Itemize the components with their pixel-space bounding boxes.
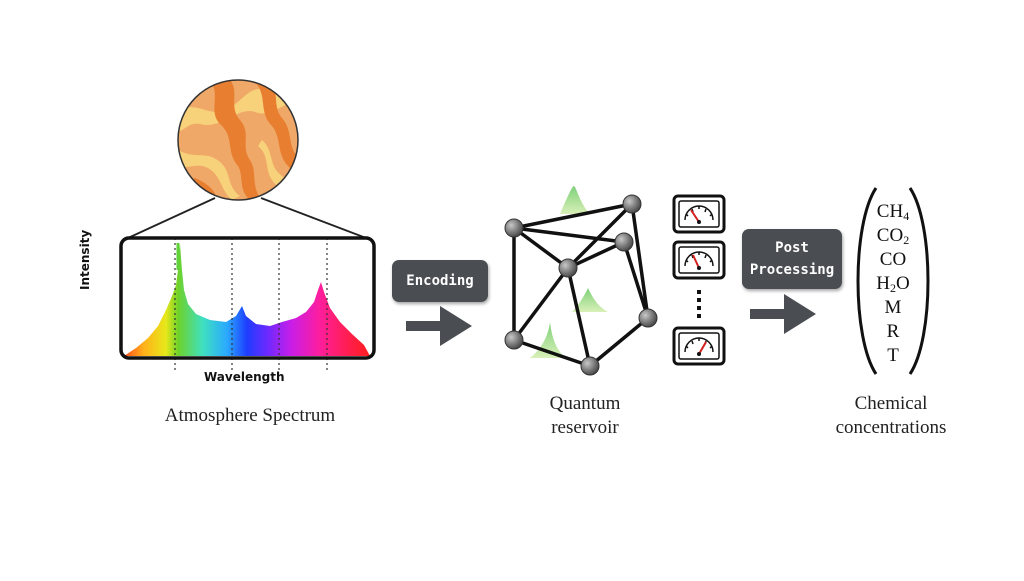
post-label-line2: Processing: [749, 262, 835, 278]
chemical-item: T: [887, 345, 899, 366]
chemical-item: R: [886, 321, 900, 342]
concentrations-caption-line1: Chemical: [854, 393, 928, 414]
node: [504, 218, 524, 238]
node: [504, 330, 524, 350]
wavelength-guides: [174, 238, 328, 372]
zoom-line-left: [127, 197, 216, 239]
chemical-item: CO2: [876, 225, 910, 247]
reservoir-caption-line1: Quantum: [549, 393, 621, 414]
chemical-item: M: [884, 297, 902, 318]
post-processing-arrow: [750, 294, 816, 334]
post-label-line1: Post: [775, 240, 809, 256]
right-parenthesis: [908, 187, 930, 375]
node: [614, 232, 634, 252]
spectrum-curve: [124, 244, 370, 356]
spectrum-frame: [119, 236, 376, 360]
reservoir-edges: [512, 202, 650, 368]
meter-icon: [672, 240, 726, 280]
meter-ellipsis: [697, 290, 701, 318]
x-axis-label: Wavelength: [204, 370, 285, 384]
meter-icon: [672, 194, 726, 234]
reservoir-nodes: [504, 194, 658, 376]
chemical-item: CH4: [876, 201, 910, 223]
zoom-line-right: [260, 197, 367, 239]
chemical-item: H2O: [876, 273, 910, 295]
concentrations-caption-line2: concentrations: [835, 417, 947, 438]
measurement-meters: [672, 194, 726, 366]
meter-icon: [672, 326, 726, 366]
node: [558, 258, 578, 278]
spectrum-plot: [119, 236, 376, 372]
post-processing-label: Post Processing: [742, 229, 842, 289]
concentrations-caption: Chemical concentrations: [806, 392, 976, 440]
encoding-arrow: [406, 306, 472, 346]
reservoir-caption: Quantum reservoir: [530, 392, 640, 440]
node: [638, 308, 658, 328]
spectrum-caption: Atmosphere Spectrum: [164, 405, 336, 426]
reservoir-caption-line2: reservoir: [551, 417, 619, 438]
planet-icon: [177, 79, 299, 201]
node: [622, 194, 642, 214]
y-axis-label: Intensity: [78, 229, 92, 290]
encoding-label: Encoding: [392, 260, 488, 302]
quantum-reservoir-graph: [504, 186, 658, 376]
node: [580, 356, 600, 376]
left-parenthesis: [856, 187, 878, 375]
chemical-item: CO: [879, 249, 907, 270]
